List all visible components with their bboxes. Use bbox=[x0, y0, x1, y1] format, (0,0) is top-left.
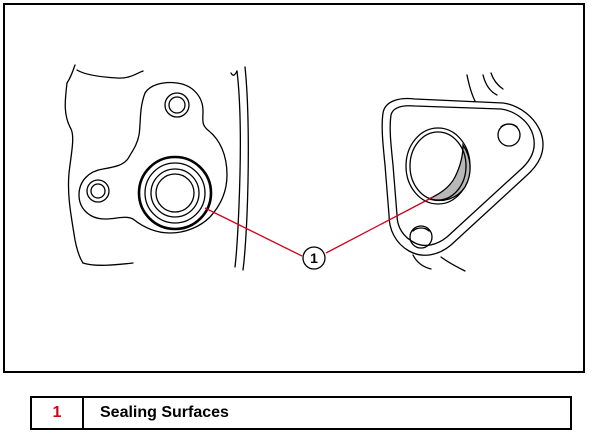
legend-item-number: 1 bbox=[32, 398, 84, 428]
callout-leader-left bbox=[204, 207, 303, 257]
bore-inner-rim bbox=[409, 131, 467, 201]
callout-marker bbox=[302, 246, 326, 270]
callout-number: 1 bbox=[310, 250, 318, 266]
callout-leader-right bbox=[325, 196, 434, 254]
sealing-surface-illustration: 1 bbox=[64, 64, 544, 272]
legend-table: 1 Sealing Surfaces bbox=[30, 396, 572, 430]
legend-item-label: Sealing Surfaces bbox=[100, 404, 229, 421]
illustration-frame: 1 bbox=[3, 3, 585, 373]
left-housing bbox=[64, 64, 249, 271]
